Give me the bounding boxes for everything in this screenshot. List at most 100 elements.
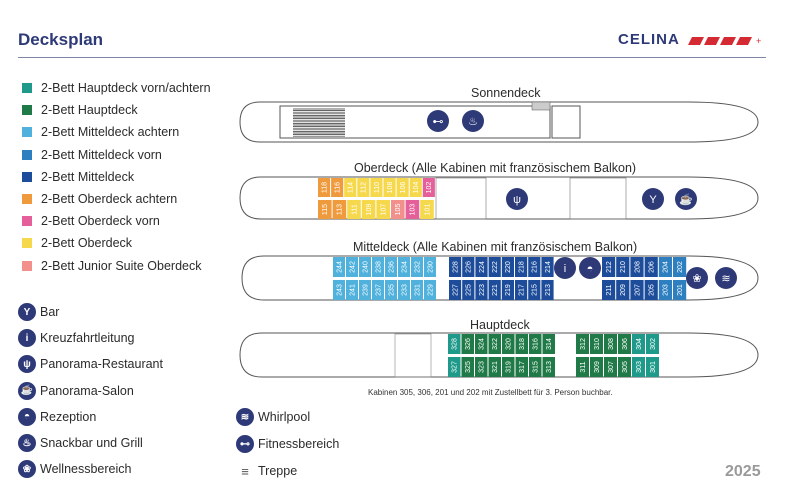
hauptdeck-fore-top-cabin-number: 310	[594, 338, 601, 350]
mitteldeck-fore-bottom-cabin-number: 203	[663, 284, 670, 296]
hauptdeck-aft-top-cabin	[529, 334, 542, 354]
mitteldeck-aft-top-cabin-number: 230	[427, 261, 434, 273]
hauptdeck-aft-bottom-cabin-number: 317	[519, 361, 526, 373]
hauptdeck-fore-bottom-cabin	[604, 357, 617, 377]
whirlpool-icon	[715, 267, 737, 289]
page-title: Decksplan	[18, 30, 104, 49]
icon-legend-item: ❀Wellnessbereich	[18, 459, 131, 479]
mitteldeck-aft-bottom-cabin	[333, 280, 345, 300]
mitteldeck-aft-top-cabin	[346, 257, 358, 277]
mitteldeck-fore-top-cabin-number: 208	[634, 261, 641, 273]
legend-item: 2-Bett Mitteldeck achtern	[22, 123, 179, 141]
cutlery-icon	[506, 188, 528, 210]
mitteldeck-mid-top-cabin-number: 218	[518, 261, 525, 273]
mitteldeck-fore-top-cabin-number: 212	[606, 261, 613, 273]
legend-item: 2-Bett Mitteldeck	[22, 168, 134, 186]
mitteldeck-aft-bottom-cabin	[359, 280, 371, 300]
hauptdeck-fore-top-cabin	[604, 334, 617, 354]
mitteldeck-mid-bottom-cabin	[528, 280, 541, 300]
info-icon-glyph: i	[564, 263, 566, 275]
oberdeck-top-cabin	[370, 178, 383, 197]
cocktail-icon-glyph: Y	[649, 194, 657, 206]
mitteldeck-fore-bottom-cabin-number: 201	[677, 284, 684, 296]
mitteldeck-aft-bottom-cabin	[398, 280, 410, 300]
oberdeck-top-cabin	[357, 178, 370, 197]
mitteldeck-aft-bottom-cabin-number: 231	[414, 284, 421, 296]
mitteldeck-aft-bottom-cabin-number: 237	[375, 284, 382, 296]
mitteldeck-mid-top-cabin	[528, 257, 541, 277]
hauptdeck-fore-bottom-cabin-number: 303	[636, 361, 643, 373]
oberdeck-bottom-cabin	[318, 200, 332, 219]
hauptdeck-aft-bottom-cabin-number: 319	[506, 361, 513, 373]
mitteldeck-mid-top-cabin-number: 224	[479, 261, 486, 273]
sundeck-area	[279, 105, 551, 139]
hull-sonnendeck	[239, 101, 759, 143]
mitteldeck-aft-bottom-cabin-number: 233	[401, 284, 408, 296]
deck-label-hauptdeck: Hauptdeck	[470, 318, 530, 332]
mitteldeck-fore-top-cabin-number: 202	[677, 261, 684, 273]
mitteldeck-fore-top-cabin	[658, 257, 672, 277]
mitteldeck-fore-bottom-cabin	[602, 280, 616, 300]
icon-legend-item: ≋Whirlpool	[236, 407, 310, 427]
oberdeck-top-cabin	[409, 178, 422, 197]
mitteldeck-aft-top-cabin-number: 242	[349, 261, 356, 273]
mitteldeck-aft-top-cabin	[372, 257, 384, 277]
icon-legend-label: Bar	[40, 305, 60, 319]
hauptdeck-fore-top-cabin-number: 306	[622, 338, 629, 350]
legend-label: 2-Bett Mitteldeck achtern	[41, 125, 180, 140]
mitteldeck-mid-top-cabin-number: 220	[505, 261, 512, 273]
stairs-icon	[531, 101, 551, 111]
mitteldeck-mid-bottom-cabin-number: 225	[466, 284, 473, 296]
mitteldeck-aft-top-cabin-number: 232	[414, 261, 421, 273]
hull-hauptdeck	[239, 332, 759, 378]
icon-legend-item: ≡Treppe	[236, 461, 297, 481]
dumbbell-icon-glyph: ⊷	[433, 116, 444, 128]
hauptdeck-fore-top-cabin-number: 302	[650, 338, 657, 350]
dumbbell-icon: ⊷	[236, 435, 254, 453]
mitteldeck-aft-top-cabin-number: 234	[401, 261, 408, 273]
mitteldeck-aft-bottom-cabin	[346, 280, 358, 300]
grill-icon	[462, 110, 484, 132]
hull-oberdeck	[239, 176, 759, 220]
dumbbell-icon	[427, 110, 449, 132]
year-label: 2025	[725, 463, 761, 480]
bell-icon: ◓	[18, 407, 36, 426]
mitteldeck-mid-bottom-cabin	[475, 280, 488, 300]
hauptdeck-fore-bottom-cabin-number: 309	[594, 361, 601, 373]
mitteldeck-aft-top-cabin	[333, 257, 345, 277]
lotus-icon	[686, 267, 708, 289]
hauptdeck-aft-top-cabin	[448, 334, 461, 354]
legend-item: 2-Bett Oberdeck	[22, 234, 132, 252]
oberdeck-bottom-cabin-number: 105	[395, 204, 402, 216]
mitteldeck-aft-bottom-cabin-number: 229	[427, 284, 434, 296]
cutlery-icon: ψ	[18, 355, 36, 374]
mitteldeck-mid-bottom-cabin	[488, 280, 501, 300]
oberdeck-bottom-cabin	[405, 200, 420, 219]
hauptdeck-aft-bottom-cabin	[515, 357, 528, 377]
legend-swatch	[22, 127, 32, 138]
mitteldeck-mid-top-cabin-number: 214	[545, 261, 552, 273]
legend-item: 2-Bett Hauptdeck	[22, 101, 138, 119]
icon-legend-label: Panorama-Salon	[40, 383, 134, 398]
hauptdeck-aft-top-cabin	[461, 334, 474, 354]
lotus-icon: ❀	[18, 460, 36, 479]
legend-swatch	[22, 171, 32, 182]
mitteldeck-fore-bottom-cabin	[630, 280, 644, 300]
oberdeck-bottom-cabin	[391, 200, 405, 219]
mitteldeck-mid-bottom-cabin-number: 217	[518, 284, 525, 296]
lotus-icon-glyph: ❀	[692, 273, 701, 285]
oberdeck-bottom-cabin-number: 115	[322, 204, 329, 215]
oberdeck-top-cabin-number: 108	[387, 182, 394, 194]
hauptdeck-fore-bottom-cabin	[590, 357, 603, 377]
hauptdeck-aft-bottom-cabin	[488, 357, 501, 377]
sundeck-structure	[551, 105, 581, 139]
mitteldeck-mid-bottom-cabin	[515, 280, 528, 300]
hauptdeck-fore-bottom-cabin	[632, 357, 645, 377]
hauptdeck-aft-top-cabin-number: 322	[492, 338, 499, 350]
icon-legend-item: ⊷Fitnessbereich	[236, 434, 339, 454]
mitteldeck-mid-top-cabin	[515, 257, 528, 277]
oberdeck-top-cabin-number: 104	[413, 182, 420, 194]
cabin-note: Kabinen 305, 306, 201 und 202 mit Zustel…	[368, 388, 613, 397]
